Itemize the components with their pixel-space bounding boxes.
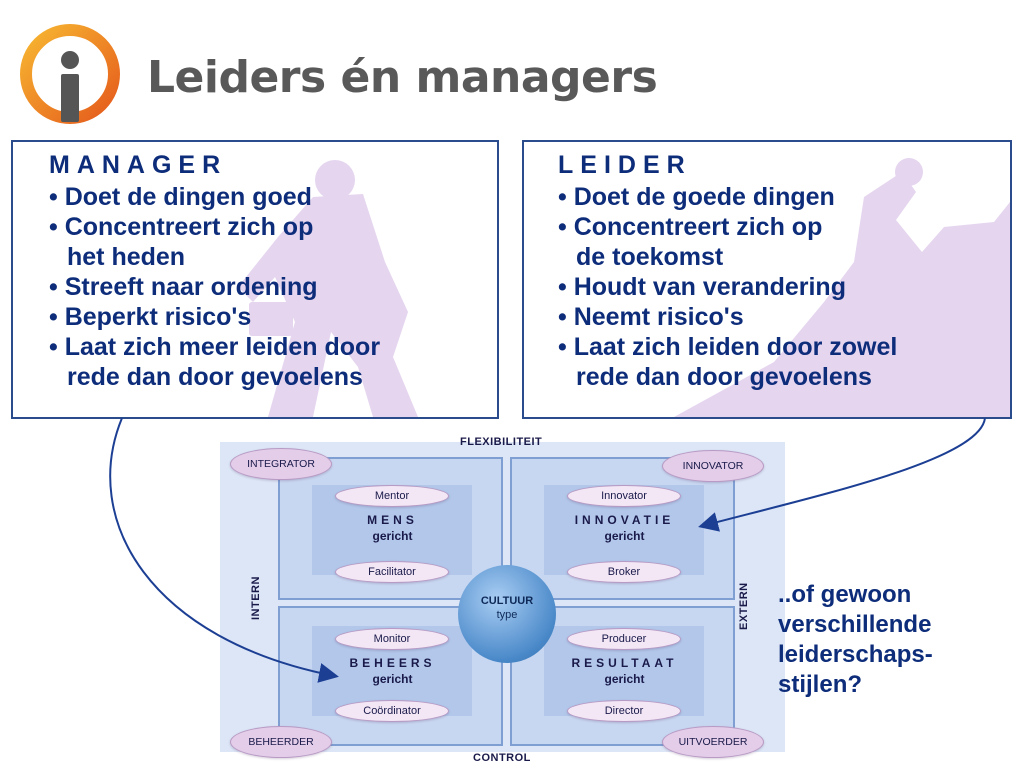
quadrant-subtitle: gericht xyxy=(604,672,645,686)
bullet-item: • Houdt van verandering xyxy=(558,272,897,302)
axis-label-top: FLEXIBILITEIT xyxy=(460,436,543,448)
side-question-text: ..of gewoon verschillende leiderschaps- … xyxy=(778,580,933,700)
corner-integrator: INTEGRATOR xyxy=(230,448,332,480)
bullet-text: • Doet de dingen goed xyxy=(49,183,312,211)
leider-silhouette-image xyxy=(674,158,1010,417)
bullet-text: • Laat zich meer leiden door xyxy=(49,333,381,361)
corner-uitvoerder: UITVOERDER xyxy=(662,726,764,758)
culture-type-diagram: FLEXIBILITEIT CONTROL INTERN EXTERN Ment… xyxy=(220,430,785,768)
bullet-text-continuation: het heden xyxy=(67,243,186,271)
role-pill-broker: Broker xyxy=(567,561,681,583)
side-text-line: leiderschaps- xyxy=(778,641,933,668)
role-pill-producer: Producer xyxy=(567,628,681,650)
bullet-text: • Doet de goede dingen xyxy=(558,183,835,211)
bullet-item: • Streeft naar ordening xyxy=(49,272,380,302)
axis-label-bottom: CONTROL xyxy=(473,752,531,764)
bullet-text: • Houdt van verandering xyxy=(558,273,846,301)
center-label: CULTUUR xyxy=(480,595,534,607)
bullet-item: • Neemt risico's xyxy=(558,302,897,332)
quadrant-subtitle: gericht xyxy=(604,529,645,543)
bullet-text-continuation: rede dan door gevoelens xyxy=(67,363,363,391)
bullet-text-continuation: de toekomst xyxy=(576,243,724,271)
center-sublabel: type xyxy=(496,609,518,621)
center-circle-cultuur: CULTUUR type xyxy=(458,565,556,663)
bullet-text: • Neemt risico's xyxy=(558,303,744,331)
manager-heading: MANAGER xyxy=(49,151,228,179)
side-text-line: stijlen? xyxy=(778,671,863,698)
bullet-text: • Streeft naar ordening xyxy=(49,273,318,301)
quadrant-subtitle: gericht xyxy=(372,529,413,543)
corner-beheerder: BEHEERDER xyxy=(230,726,332,758)
bullet-text-continuation: rede dan door gevoelens xyxy=(576,363,872,391)
logo-icon xyxy=(18,22,122,126)
quadrant-title: RESULTAAT xyxy=(571,656,678,670)
bullet-text: • Concentreert zich op xyxy=(558,213,823,241)
manager-box: MANAGER • Doet de dingen goed• Concentre… xyxy=(11,140,499,419)
quadrant-title: MENS xyxy=(367,513,418,527)
leider-box: LEIDER • Doet de goede dingen• Concentre… xyxy=(522,140,1012,419)
role-pill-facilitator: Facilitator xyxy=(335,561,449,583)
manager-bullet-list: • Doet de dingen goed• Concentreert zich… xyxy=(49,182,380,392)
quadrant-title: BEHEERS xyxy=(349,656,436,670)
bullet-item: • Doet de dingen goed xyxy=(49,182,380,212)
corner-innovator: INNOVATOR xyxy=(662,450,764,482)
quadrant-title: INNOVATIE xyxy=(574,513,675,527)
role-pill-monitor: Monitor xyxy=(335,628,449,650)
role-pill-coordinator: Coördinator xyxy=(335,700,449,722)
bullet-item: • Doet de goede dingen xyxy=(558,182,897,212)
leider-heading: LEIDER xyxy=(558,151,692,179)
quadrant-subtitle: gericht xyxy=(372,672,413,686)
leider-bullet-list: • Doet de goede dingen• Concentreert zic… xyxy=(558,182,897,392)
role-pill-director: Director xyxy=(567,700,681,722)
side-text-line: ..of gewoon xyxy=(778,581,912,608)
bullet-text: • Beperkt risico's xyxy=(49,303,252,331)
axis-label-right: EXTERN xyxy=(738,582,750,630)
bullet-text: • Laat zich leiden door zowel xyxy=(558,333,898,361)
axis-label-left: INTERN xyxy=(250,576,262,620)
role-pill-mentor: Mentor xyxy=(335,485,449,507)
bullet-text: • Concentreert zich op xyxy=(49,213,314,241)
manager-silhouette-image xyxy=(238,160,418,417)
page-title: Leiders én managers xyxy=(147,52,658,103)
quadrant-mens: Mentor MENS gericht Facilitator xyxy=(278,457,503,600)
bullet-item: • Beperkt risico's xyxy=(49,302,380,332)
side-text-line: verschillende xyxy=(778,611,932,638)
role-pill-innovator: Innovator xyxy=(567,485,681,507)
